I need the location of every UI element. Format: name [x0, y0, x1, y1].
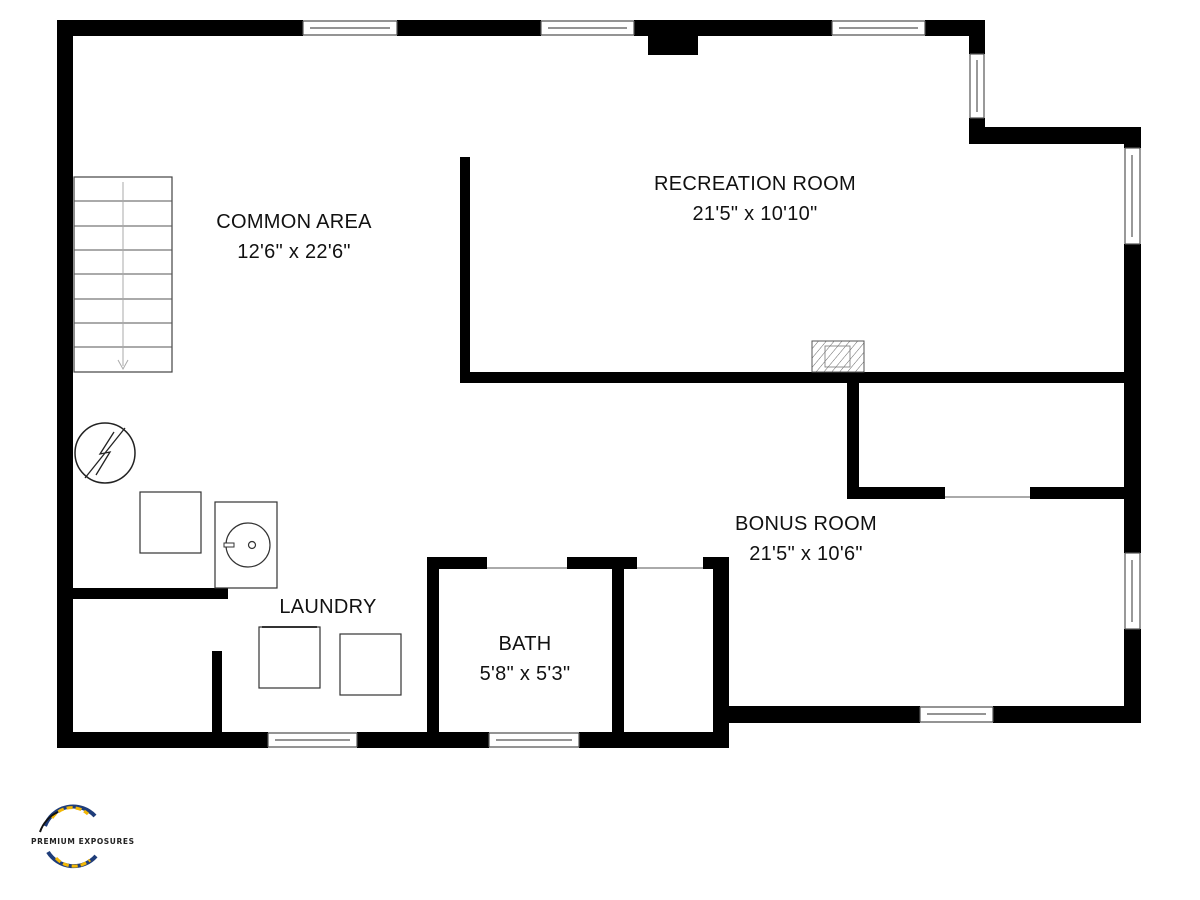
closet-wall-bottom-right: [1030, 487, 1130, 499]
recreation-room-wall-bottom: [460, 372, 1132, 383]
closet-wall-top-left: [624, 557, 637, 569]
closet-wall-left: [847, 372, 859, 499]
window: [267, 732, 358, 748]
staircase: [73, 176, 173, 373]
bonus-room-name: BONUS ROOM: [735, 513, 877, 535]
wall-left: [57, 20, 73, 748]
laundry-wall-top: [73, 588, 228, 599]
laundry-name: LAUNDRY: [279, 596, 376, 618]
door-openings: [487, 496, 1030, 569]
window: [302, 20, 398, 36]
bath-dims: 5'8" x 5'3": [480, 663, 571, 685]
interior-walls: [73, 36, 1132, 737]
wall-bottom-left: [57, 732, 729, 748]
bath-wall-left: [427, 557, 439, 737]
dryer: [339, 633, 402, 696]
window: [1124, 147, 1141, 245]
recreation-room-dims: 21'5" x 10'10": [692, 203, 817, 225]
closet-wall-right: [713, 557, 729, 737]
logo-text: PREMIUM EXPOSURES: [31, 837, 135, 846]
fireplace-hearth: [811, 340, 865, 373]
exterior-walls: [57, 20, 1141, 748]
utility-sink: [214, 501, 278, 589]
window: [919, 706, 994, 723]
common-area-dims: 12'6" x 22'6": [237, 241, 351, 263]
bath-wall-right: [612, 557, 624, 737]
wall-top: [57, 20, 985, 36]
water-heater: [139, 491, 202, 554]
laundry-wall-stub: [212, 651, 222, 736]
window: [969, 53, 985, 119]
fireplace-chimney: [648, 36, 698, 55]
windows: [267, 20, 1141, 748]
bath-name: BATH: [498, 633, 551, 655]
recreation-room-name: RECREATION ROOM: [654, 173, 856, 195]
common-area-name: COMMON AREA: [216, 211, 372, 233]
washer: [258, 626, 321, 689]
window: [540, 20, 635, 36]
premium-exposures-logo: PREMIUM EXPOSURES: [31, 804, 135, 869]
drain-icon: [247, 540, 257, 550]
window: [831, 20, 926, 36]
bath-wall-top-left: [427, 557, 487, 569]
window: [1124, 552, 1141, 630]
window: [488, 732, 580, 748]
wall-notch-horizontal: [969, 127, 1141, 144]
bonus-room-dims: 21'5" x 10'6": [749, 543, 863, 565]
recreation-room-wall-left: [460, 157, 470, 383]
closet-wall-bottom-left: [847, 487, 945, 499]
electrical-panel-icon: [74, 422, 136, 484]
stair-arrow-icon: [117, 359, 129, 371]
